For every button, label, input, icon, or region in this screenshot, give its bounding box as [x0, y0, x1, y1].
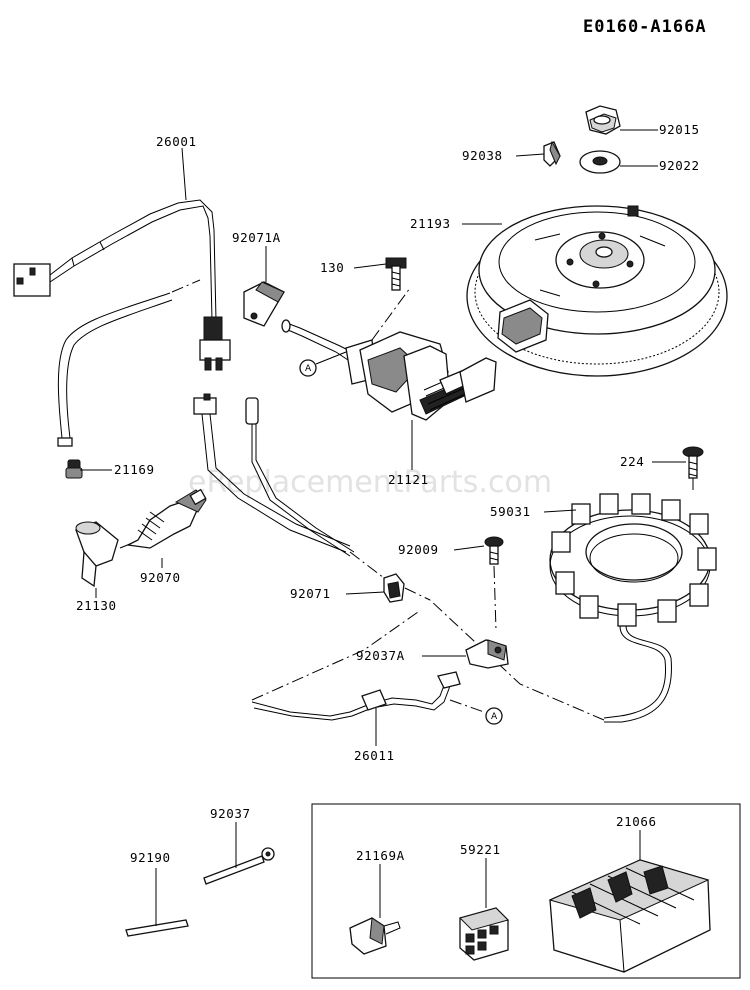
flywheel-21193[interactable]	[466, 205, 728, 377]
clamp-92037A[interactable]	[465, 639, 509, 669]
label-92190: 92190	[130, 850, 171, 865]
spark-plug-cap-21130[interactable]	[75, 521, 119, 588]
reference-marker-a-bottom: A	[485, 707, 503, 725]
label-21169: 21169	[114, 462, 155, 477]
connector-59221[interactable]	[459, 907, 509, 961]
label-92009: 92009	[398, 542, 439, 557]
stator-59031[interactable]	[429, 493, 717, 723]
callouts: 26001 92071A 130 92038 92015 92022 21193…	[76, 122, 700, 926]
label-92037A: 92037A	[356, 648, 405, 663]
label-59031: 59031	[490, 504, 531, 519]
reference-marker-a-top: A	[299, 351, 347, 377]
label-92037: 92037	[210, 806, 251, 821]
rod-92190[interactable]	[125, 919, 189, 937]
ignition-lead-wires[interactable]	[193, 393, 431, 601]
clip-92071A[interactable]	[243, 281, 285, 327]
washer-92022[interactable]	[579, 150, 621, 174]
diagram-code: E0160-A166A	[583, 17, 707, 37]
label-92071A: 92071A	[232, 230, 281, 245]
screw-92009[interactable]	[484, 536, 504, 631]
label-21169A: 21169A	[356, 848, 405, 863]
svg-text:A: A	[305, 364, 312, 374]
label-92022: 92022	[659, 158, 700, 173]
label-92038: 92038	[462, 148, 503, 163]
label-21130: 21130	[76, 598, 117, 613]
nut-92015[interactable]	[585, 105, 621, 135]
label-21066: 21066	[616, 814, 657, 829]
watermark: eReplacementParts.com	[188, 465, 552, 500]
label-26011: 26011	[354, 748, 395, 763]
optional-parts-box	[311, 803, 741, 979]
label-224: 224	[620, 454, 644, 469]
label-21193: 21193	[410, 216, 451, 231]
clip-92071[interactable]	[383, 573, 405, 603]
ignition-coil-21121[interactable]	[281, 287, 497, 421]
label-59221: 59221	[460, 842, 501, 857]
label-130: 130	[320, 260, 344, 275]
plug-21169[interactable]	[65, 459, 83, 479]
connector-21169A[interactable]	[349, 917, 401, 955]
label-92071: 92071	[290, 586, 331, 601]
key-92038[interactable]	[543, 140, 561, 167]
clamp-92037[interactable]	[203, 847, 275, 885]
regulator-21066[interactable]	[548, 859, 711, 973]
svg-text:A: A	[491, 712, 498, 722]
wiring-harness-26001[interactable]	[13, 199, 231, 447]
label-26001: 26001	[156, 134, 197, 149]
spark-plug-92070[interactable]	[119, 488, 207, 549]
label-92070: 92070	[140, 570, 181, 585]
wiring-harness-26011[interactable]	[251, 611, 485, 721]
label-92015: 92015	[659, 122, 700, 137]
bolt-224[interactable]	[682, 446, 704, 492]
label-21121: 21121	[388, 472, 429, 487]
screw-130[interactable]	[385, 257, 407, 291]
